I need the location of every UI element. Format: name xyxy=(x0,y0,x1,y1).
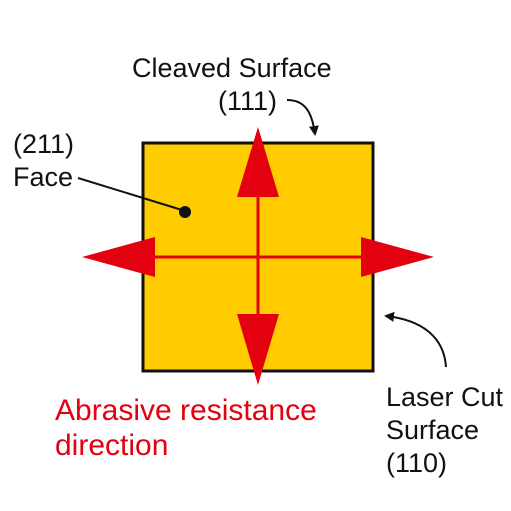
face-index-label: (211) xyxy=(13,129,75,159)
cleaved-index-label: (111) xyxy=(218,86,278,116)
laser-cut-label: Laser Cut xyxy=(386,382,504,412)
abrasive-resistance-label: Abrasive resistance xyxy=(55,394,317,427)
laser-index-label: (110) xyxy=(386,448,448,478)
arrow-up-icon xyxy=(237,127,279,197)
arrow-right-icon xyxy=(361,237,434,277)
arrow-left-icon xyxy=(82,237,155,277)
abrasive-direction-label: direction xyxy=(55,429,169,462)
face-label: Face xyxy=(13,162,74,192)
laser-callout-arrow xyxy=(384,311,447,368)
cleaved-surface-label: Cleaved Surface xyxy=(132,53,332,83)
cleaved-callout-arrow xyxy=(286,99,319,136)
laser-surface-label: Surface xyxy=(386,415,480,445)
arrow-down-icon xyxy=(237,314,279,385)
face-pointer-line xyxy=(77,177,183,211)
face-marker-dot xyxy=(179,206,191,218)
